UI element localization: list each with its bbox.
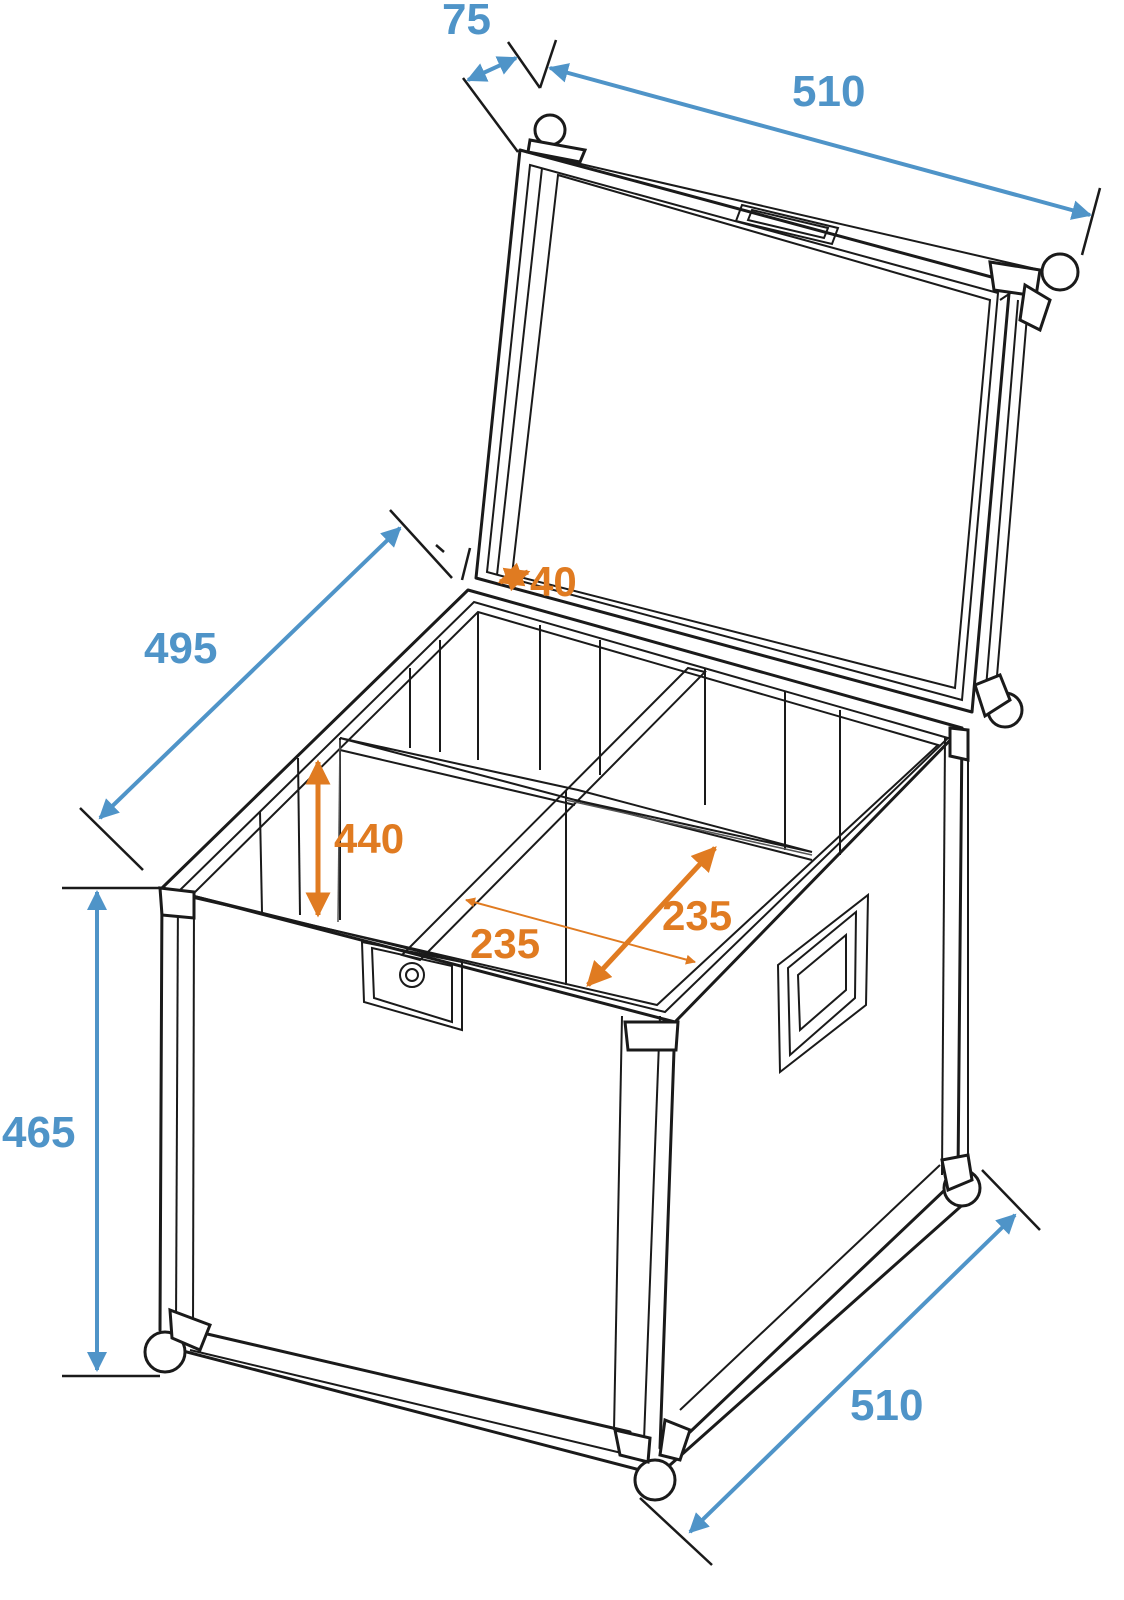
case-lid — [474, 113, 1080, 729]
label-compartment-width: 235 — [470, 920, 540, 967]
corner-bottom-front — [613, 1417, 692, 1502]
label-width-bottom: 510 — [850, 1381, 923, 1430]
arrow-lid-depth — [466, 56, 518, 82]
arrow-compartment-depth — [586, 846, 717, 987]
label-depth-left: 495 — [144, 624, 217, 673]
side-handle — [776, 892, 870, 1075]
label-compartment-depth: 235 — [662, 892, 732, 939]
corner-bottom-right — [940, 1153, 982, 1208]
arrow-depth-left — [98, 526, 402, 820]
case-body — [143, 588, 982, 1502]
corner-top-front — [623, 1020, 680, 1052]
front-latch — [360, 940, 463, 1032]
corner-bottom-left — [143, 1307, 212, 1374]
label-lid-inner: 40 — [530, 558, 577, 605]
label-inner-height: 440 — [334, 815, 404, 862]
arrow-width-top — [548, 63, 1092, 220]
interior — [259, 612, 841, 985]
dimension-arrows — [87, 56, 1092, 1534]
lid-corner-top-left — [526, 113, 588, 164]
label-height: 465 — [2, 1108, 75, 1157]
corner-right-back — [948, 726, 970, 762]
extension-lines — [62, 39, 1102, 1566]
corner-top-left — [158, 886, 196, 920]
arrow-lid-inner — [497, 562, 531, 592]
label-width-top: 510 — [792, 67, 865, 116]
lid-corner-top-right — [988, 252, 1080, 333]
arrow-width-bottom — [688, 1213, 1017, 1534]
lid-hinge-corner — [973, 673, 1024, 729]
dimension-labels: 75 510 495 465 510 40 440 235 235 — [2, 0, 923, 1430]
label-lid-depth: 75 — [442, 0, 491, 44]
